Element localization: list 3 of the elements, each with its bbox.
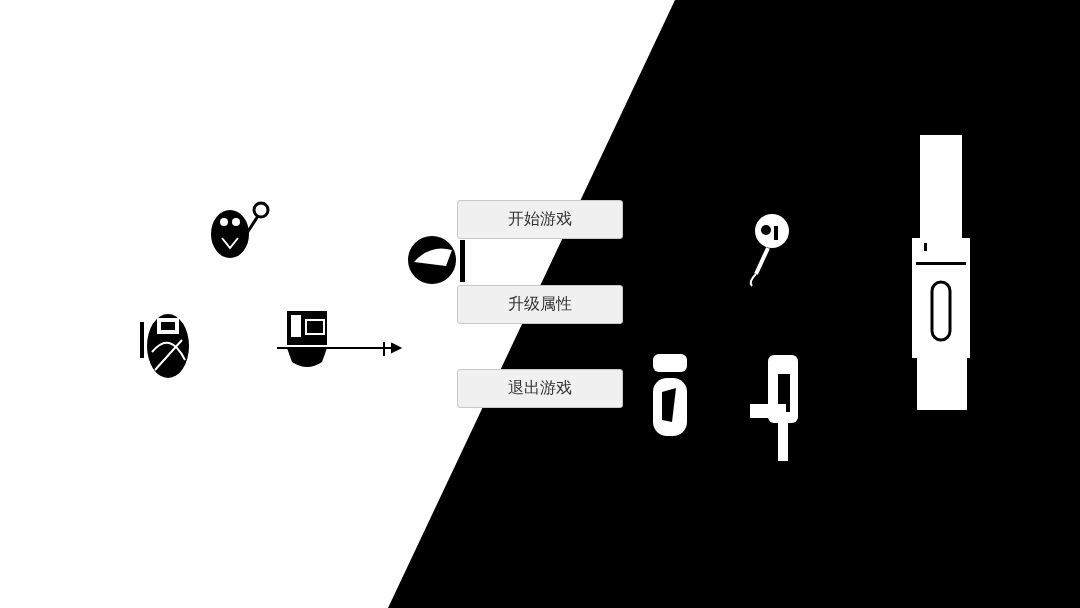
menu-button: 退出游戏 [457, 369, 623, 408]
menu-button: 开始游戏 [457, 200, 623, 239]
menu-button: 升级属性 [457, 285, 623, 324]
